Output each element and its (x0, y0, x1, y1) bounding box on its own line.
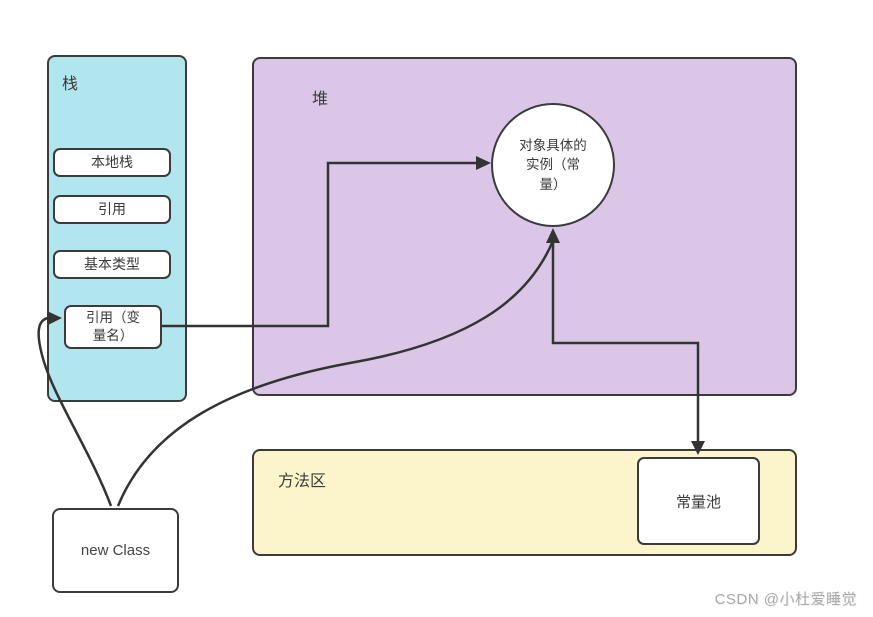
stack-item-reference-variable-name: 引用（变 量名） (64, 305, 162, 349)
reference-variable-line-1: 引用（变 (86, 309, 140, 325)
stack-region-title: 栈 (62, 76, 79, 93)
stack-item-reference-label: 引用 (98, 201, 126, 218)
heap-region-title: 堆 (312, 91, 329, 108)
stack-item-basic-type-label: 基本类型 (84, 256, 140, 273)
heap-region: 堆 (252, 57, 797, 396)
new-class-label: new Class (80, 542, 151, 559)
reference-variable-line-2: 量名） (92, 328, 134, 343)
stack-region: 栈 (47, 55, 187, 402)
stack-item-reference: 引用 (53, 195, 171, 224)
new-class-node: new Class (52, 508, 179, 593)
constant-pool-node: 常量池 (637, 457, 760, 545)
csdn-watermark: CSDN @小杜爱睡觉 (714, 591, 857, 608)
object-instance-line-2: 实例（常 (526, 157, 580, 173)
object-instance-node: 对象具体的 实例（常 量） (491, 103, 615, 227)
method-area-region-title: 方法区 (278, 473, 327, 490)
stack-item-basic-type: 基本类型 (53, 250, 171, 279)
stack-item-local-stack-label: 本地栈 (91, 154, 133, 171)
object-instance-line-1: 对象具体的 (519, 137, 587, 153)
object-instance-line-3: 量） (539, 176, 567, 192)
stack-item-local-stack: 本地栈 (53, 148, 171, 177)
constant-pool-label: 常量池 (675, 493, 721, 511)
